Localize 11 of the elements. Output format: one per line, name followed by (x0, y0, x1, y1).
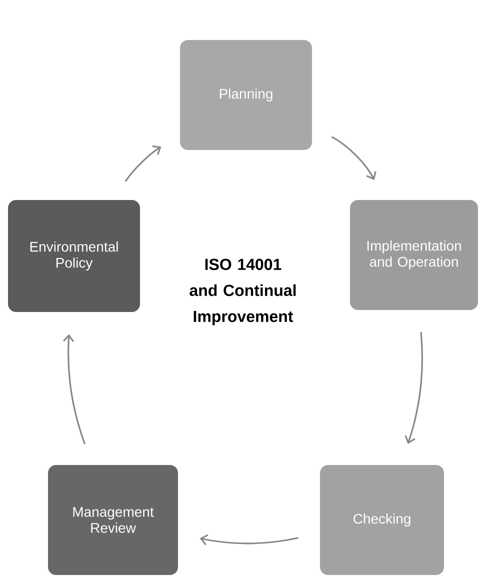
arrow (331, 136, 376, 180)
process-box: Management Review (48, 465, 178, 575)
center-title: ISO 14001 and Continual Improvement (190, 258, 296, 326)
arrow (200, 534, 298, 546)
process-box: Environmental Policy (8, 200, 140, 312)
arrow (124, 145, 162, 182)
arrow (404, 332, 423, 444)
process-box: Planning (180, 40, 312, 150)
arrow (62, 334, 86, 444)
process-box: Implementation and Operation (350, 200, 478, 310)
process-box: Checking (320, 465, 444, 575)
